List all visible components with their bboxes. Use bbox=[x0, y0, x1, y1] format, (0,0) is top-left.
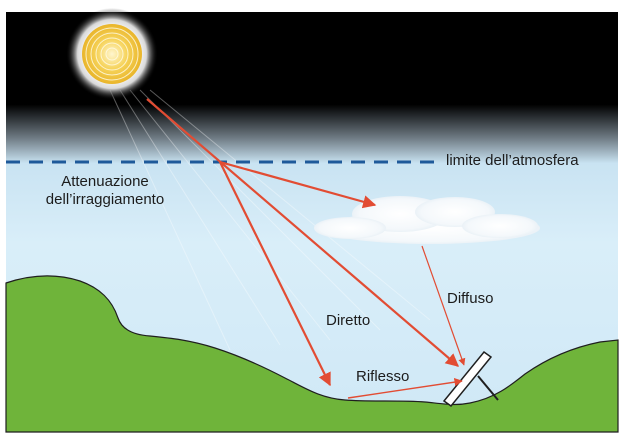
reflected-label: Riflesso bbox=[356, 368, 410, 385]
attenuation-label-line2: dell’irraggiamento bbox=[45, 191, 165, 208]
sky-ray-to-ground bbox=[219, 161, 331, 387]
sun-icon bbox=[66, 8, 158, 100]
direct-ray bbox=[146, 98, 460, 367]
diffuse-ray bbox=[421, 245, 466, 366]
atmosphere-limit-label: limite dell’atmosfera bbox=[446, 152, 579, 169]
reflected-ray bbox=[347, 377, 463, 399]
attenuation-streaks bbox=[109, 89, 431, 351]
ray-to-cloud bbox=[219, 160, 377, 209]
ground bbox=[5, 275, 619, 433]
radiation-rays bbox=[146, 98, 466, 399]
cloud-icon bbox=[314, 196, 540, 244]
solar-panel-icon bbox=[442, 350, 499, 408]
diffuse-label: Diffuso bbox=[447, 290, 494, 307]
attenuation-label-line1: Attenuazione bbox=[61, 173, 149, 190]
direct-label: Diretto bbox=[326, 312, 371, 329]
